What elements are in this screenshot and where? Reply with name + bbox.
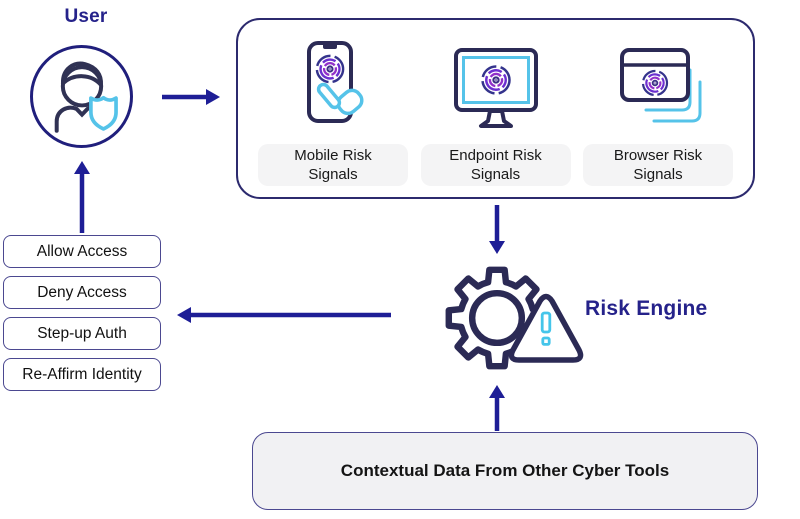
- arrow-signals-to-risk-engine-icon: [489, 205, 505, 254]
- contextual-data-box: Contextual Data From Other Cyber Tools: [252, 432, 758, 510]
- signal-browser: Browser Risk Signals: [577, 30, 739, 197]
- browser-risk-signals-chip: Browser Risk Signals: [583, 144, 733, 186]
- user-label: User: [64, 6, 108, 27]
- action-re-affirm-identity: Re-Affirm Identity: [3, 358, 161, 391]
- risk-engine-label: Risk Engine: [585, 297, 708, 320]
- user-shield-icon: [36, 51, 128, 143]
- action-allow-access: Allow Access: [3, 235, 161, 268]
- endpoint-risk-signals-chip: Endpoint Risk Signals: [420, 144, 571, 186]
- gear-warning-icon: [445, 266, 584, 370]
- shield-icon: [88, 95, 118, 131]
- arrow-actions-to-user-icon: [74, 161, 90, 233]
- arrow-user-to-signals-icon: [162, 89, 220, 105]
- arrow-contextual-to-risk-engine-icon: [489, 385, 505, 431]
- signal-endpoint: Endpoint Risk Signals: [415, 30, 577, 197]
- arrow-risk-engine-to-actions-icon: [177, 307, 391, 323]
- mobile-fingerprint-icon: [281, 30, 385, 138]
- action-step-up-auth: Step-up Auth: [3, 317, 161, 350]
- signals-panel: Mobile Risk Signals Endpoint Risk Signal…: [236, 18, 755, 199]
- mobile-risk-signals-chip: Mobile Risk Signals: [258, 144, 408, 186]
- exclamation-icon: [540, 311, 552, 346]
- user-avatar: [30, 45, 133, 148]
- browser-fingerprint-icon: [606, 30, 710, 138]
- action-deny-access: Deny Access: [3, 276, 161, 309]
- signal-mobile: Mobile Risk Signals: [252, 30, 414, 197]
- endpoint-fingerprint-icon: [444, 30, 548, 138]
